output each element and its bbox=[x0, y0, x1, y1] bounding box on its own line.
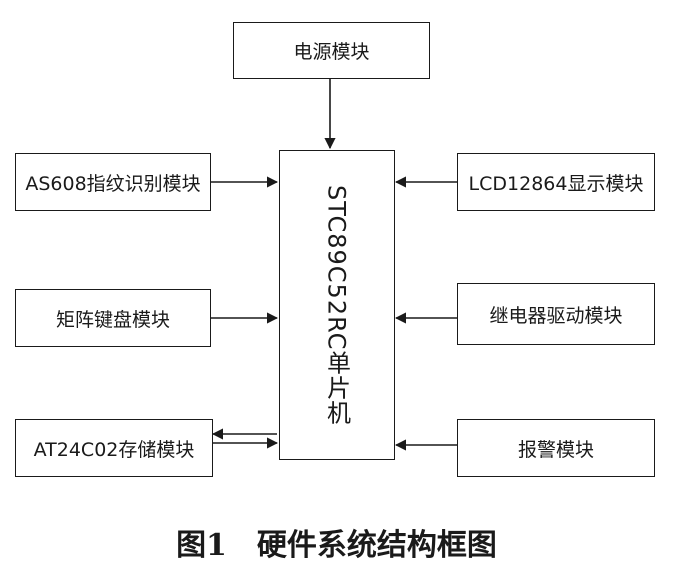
power-module-label: 电源模块 bbox=[293, 41, 370, 63]
relay-module-label: 继电器驱动模块 bbox=[489, 304, 623, 327]
fingerprint-module-label: AS608指纹识别模块 bbox=[25, 172, 201, 195]
lcd-module-label: LCD12864显示模块 bbox=[468, 172, 644, 195]
lcd-module-box: LCD12864显示模块 bbox=[457, 153, 655, 211]
relay-module-box: 继电器驱动模块 bbox=[457, 283, 655, 345]
figure-caption: 图1 硬件系统结构框图 bbox=[176, 528, 497, 563]
keypad-module-box: 矩阵键盘模块 bbox=[15, 289, 211, 347]
mcu-box: STC89C52RC单片机 bbox=[279, 150, 395, 460]
mcu-label: STC89C52RC单片机 bbox=[322, 184, 351, 426]
keypad-module-label: 矩阵键盘模块 bbox=[55, 308, 170, 331]
alarm-module-label: 报警模块 bbox=[517, 438, 594, 461]
eeprom-module-label: AT24C02存储模块 bbox=[33, 438, 195, 461]
alarm-module-box: 报警模块 bbox=[457, 419, 655, 477]
power-module-box: 电源模块 bbox=[233, 22, 430, 79]
fingerprint-module-box: AS608指纹识别模块 bbox=[15, 153, 211, 211]
eeprom-module-box: AT24C02存储模块 bbox=[15, 419, 213, 477]
